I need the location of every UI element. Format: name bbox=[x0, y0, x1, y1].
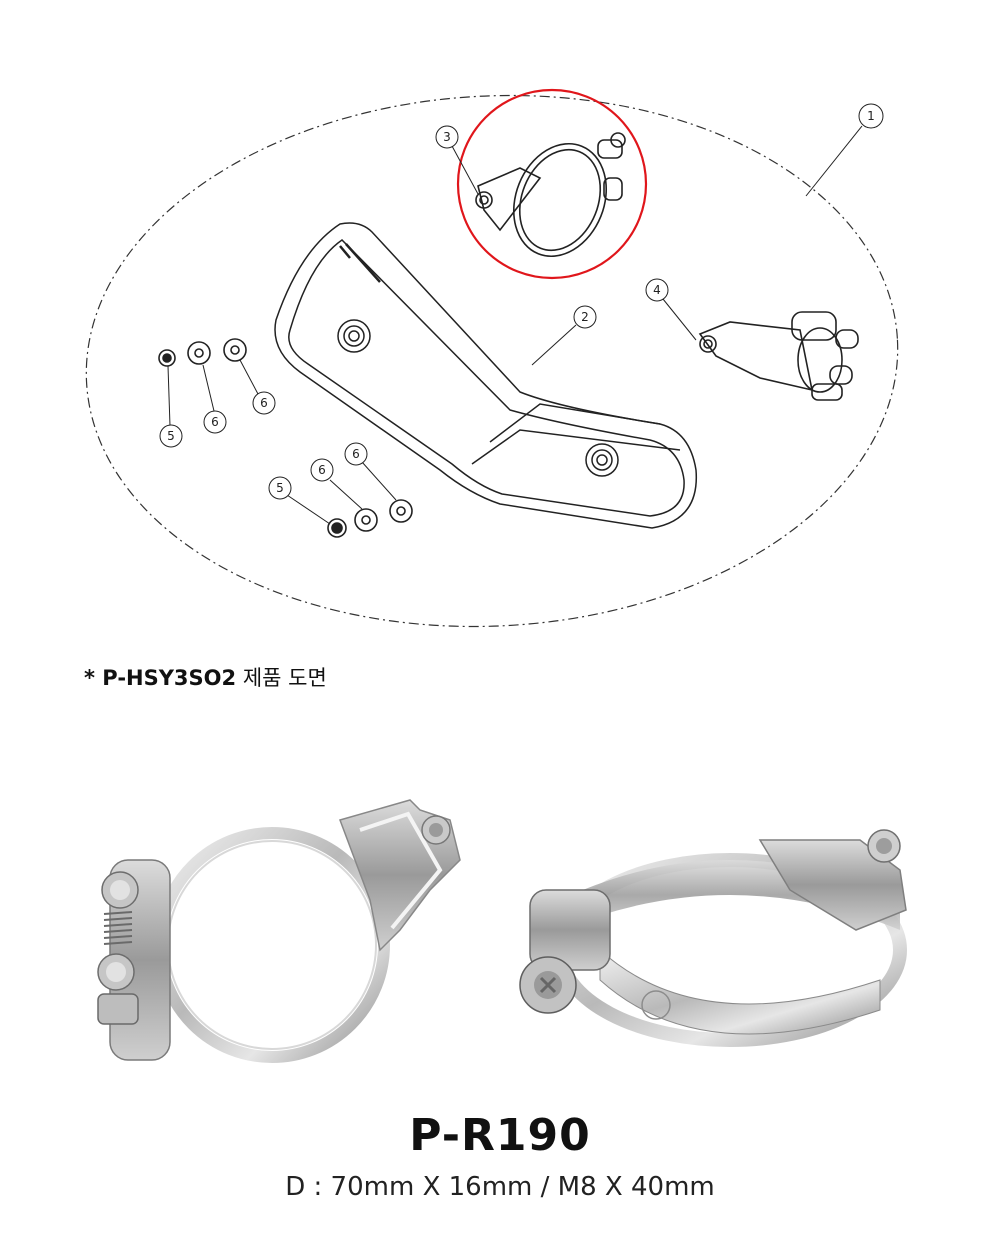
product-photos bbox=[97, 799, 907, 1063]
callout-2: 2 bbox=[573, 305, 597, 329]
callout-1: 1 bbox=[858, 103, 884, 129]
highlight-circle bbox=[456, 88, 648, 280]
caption-label: 제품 도면 bbox=[242, 666, 327, 690]
callout-4: 4 bbox=[645, 278, 669, 302]
clamp-photo-front bbox=[97, 799, 461, 1063]
svg-text:1: 1 bbox=[867, 109, 875, 123]
exploded-parts-diagram: 1 2 3 4 5 6 6 5 6 6 bbox=[85, 88, 899, 628]
svg-text:6: 6 bbox=[260, 396, 268, 410]
callout-5-lower: 5 bbox=[268, 476, 292, 500]
callout-6-lower-b: 6 bbox=[344, 442, 368, 466]
callout-6-upper-a: 6 bbox=[203, 410, 227, 434]
svg-text:6: 6 bbox=[318, 463, 326, 477]
svg-text:6: 6 bbox=[211, 415, 219, 429]
part-2-heat-shield bbox=[274, 222, 698, 529]
clamp-photo-angle bbox=[519, 829, 907, 1047]
svg-text:4: 4 bbox=[653, 283, 661, 297]
part-3-clamp bbox=[475, 132, 626, 258]
callout-3: 3 bbox=[435, 125, 459, 149]
svg-text:5: 5 bbox=[276, 481, 284, 495]
callout-6-lower-a: 6 bbox=[310, 458, 334, 482]
assembly-outline bbox=[85, 94, 899, 628]
diagram-caption: * P-HSY3SO2 제품 도면 bbox=[84, 662, 327, 692]
callout-5-upper: 5 bbox=[159, 424, 183, 448]
svg-text:2: 2 bbox=[581, 310, 589, 324]
svg-text:6: 6 bbox=[352, 447, 360, 461]
callout-6-upper-b: 6 bbox=[252, 391, 276, 415]
product-spec: D : 70mm X 16mm / M8 X 40mm bbox=[285, 1172, 715, 1202]
product-model: P-R190 bbox=[409, 1110, 591, 1161]
svg-text:3: 3 bbox=[443, 130, 451, 144]
caption-part-number: * P-HSY3SO2 bbox=[84, 666, 237, 690]
fasteners-lower bbox=[327, 499, 413, 538]
part-4-bracket bbox=[698, 311, 859, 401]
fasteners-upper bbox=[158, 338, 247, 367]
svg-text:5: 5 bbox=[167, 429, 175, 443]
leader-lines bbox=[167, 125, 863, 525]
